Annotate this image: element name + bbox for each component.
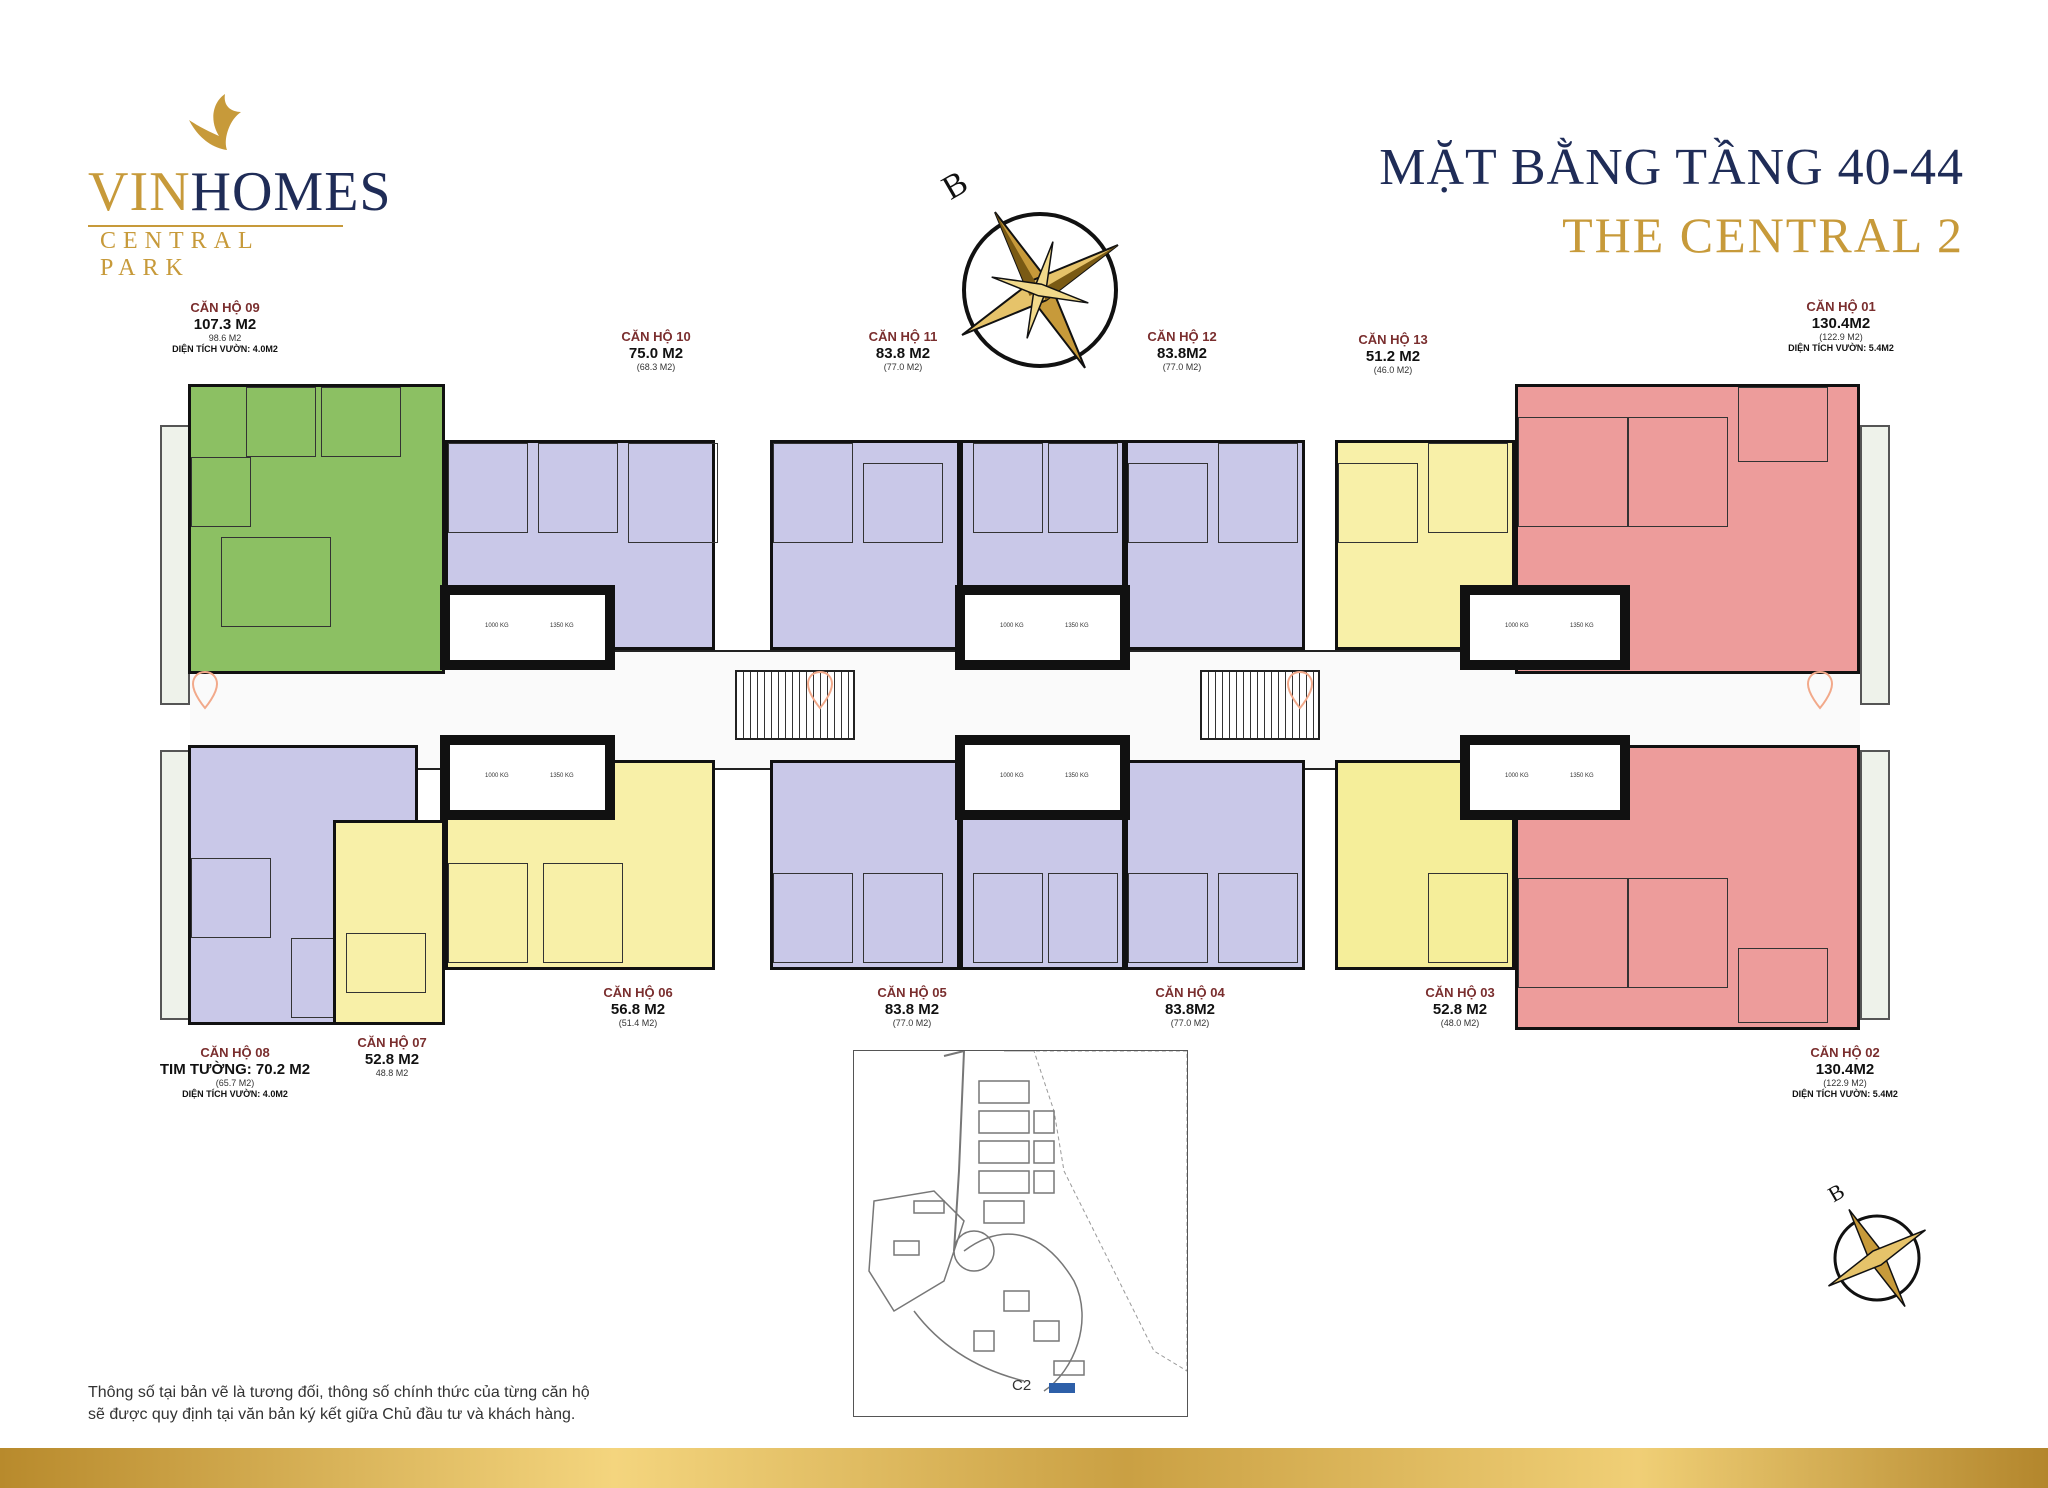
compass-top: B bbox=[936, 164, 1140, 385]
lift-core-6: 1000 KG 1350 KG bbox=[1460, 735, 1630, 820]
page-title: MẶT BẰNG TẦNG 40-44 bbox=[1379, 139, 1964, 196]
footer-gold-bar bbox=[0, 1448, 2048, 1488]
disclaimer-note: Thông số tại bản vẽ là tương đối, thông … bbox=[88, 1384, 590, 1423]
location-pin-icon bbox=[1806, 670, 1834, 710]
balcony-09 bbox=[160, 425, 190, 705]
lift-core-5: 1000 KG 1350 KG bbox=[955, 735, 1130, 820]
unit-11-plan bbox=[770, 440, 960, 650]
logo: VINHOMES CENTRAL PARK bbox=[88, 90, 391, 281]
unit-04-plan bbox=[1125, 760, 1305, 970]
page-subtitle: THE CENTRAL 2 bbox=[1562, 207, 1964, 263]
unit-12-plan bbox=[1125, 440, 1305, 650]
compass-bottom: B bbox=[1815, 1178, 1935, 1310]
site-map-drawing bbox=[868, 1049, 1188, 1393]
logo-brand: VINHOMES bbox=[88, 161, 392, 223]
site-map: C2 bbox=[853, 1049, 1188, 1417]
unit-05-plan bbox=[770, 760, 960, 970]
logo-subtitle: CENTRAL PARK bbox=[100, 228, 259, 281]
floor-plan: 1000 KG 1350 KG 1000 KG 1350 KG 1000 KG … bbox=[160, 380, 1890, 1030]
compass-rose-icon bbox=[961, 211, 1119, 369]
logo-bird-icon bbox=[189, 94, 241, 150]
location-pin-icon bbox=[1286, 670, 1314, 710]
stair-left bbox=[735, 670, 855, 740]
stair-right bbox=[1200, 670, 1320, 740]
location-pin-icon bbox=[806, 670, 834, 710]
balcony-02 bbox=[1860, 750, 1890, 1020]
compass-rose-small-icon bbox=[1828, 1209, 1926, 1307]
lift-core-2: 1000 KG 1350 KG bbox=[955, 585, 1130, 670]
balcony-08 bbox=[160, 750, 190, 1020]
unit-09-plan bbox=[188, 384, 445, 674]
lift-core-1: 1000 KG 1350 KG bbox=[440, 585, 615, 670]
unit-07-plan bbox=[333, 820, 445, 1025]
balcony-01 bbox=[1860, 425, 1890, 705]
site-map-building-label: C2 bbox=[1012, 1377, 1032, 1394]
lift-core-4: 1000 KG 1350 KG bbox=[440, 735, 615, 820]
lift-core-3: 1000 KG 1350 KG bbox=[1460, 585, 1630, 670]
location-pin-icon bbox=[191, 670, 219, 710]
